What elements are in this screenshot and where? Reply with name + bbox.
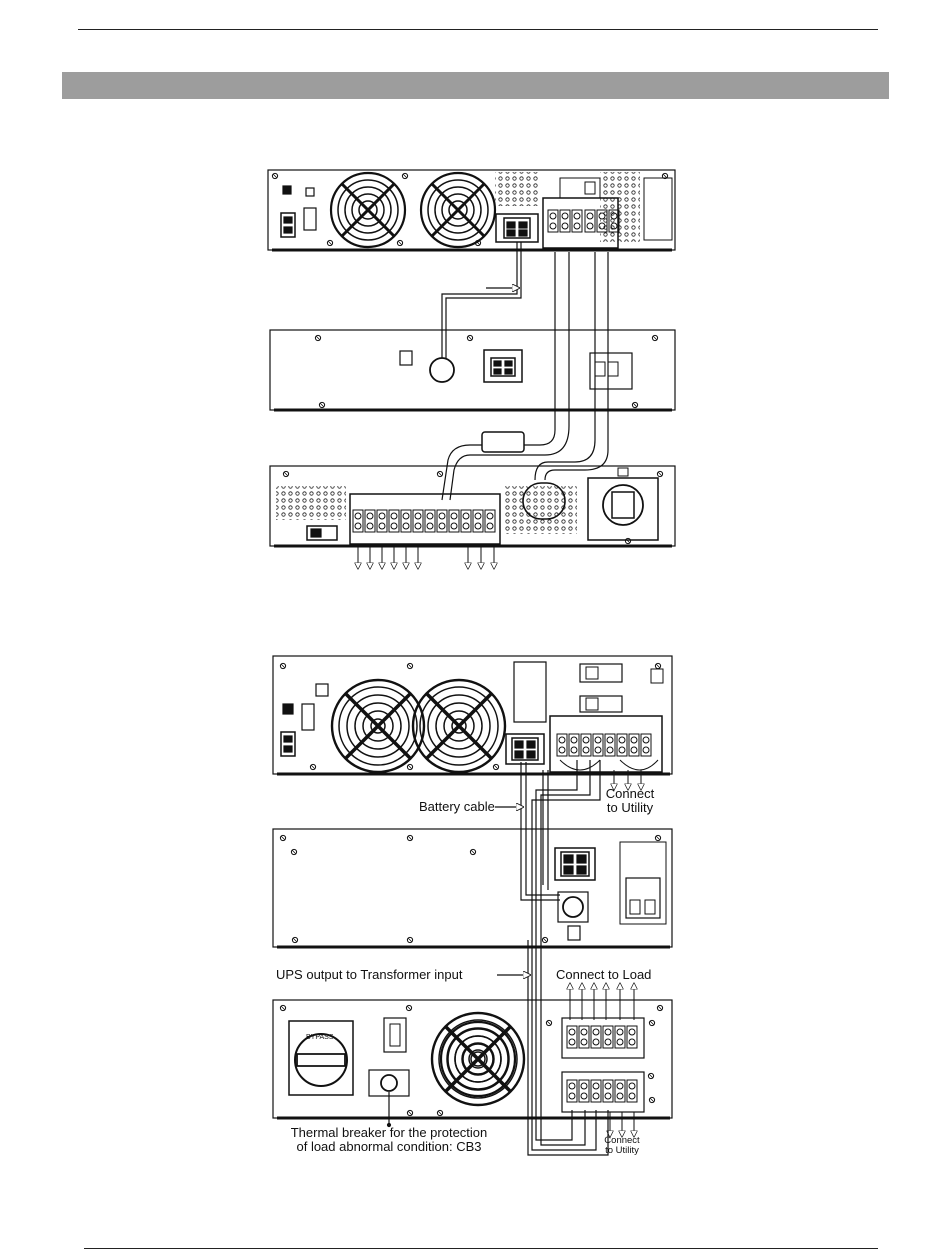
fig2-ups-panel [273,656,672,787]
connect-utility-label-bottom: Connect to Utility [598,1136,646,1156]
bypass-switch-label: BYPASS [306,1033,334,1043]
thermal-breaker-label: Thermal breaker for the protection of lo… [285,1126,493,1154]
fig2-bypass-panel [273,986,672,1134]
fig2-transformer-panel [273,829,672,947]
fig1-transformer-panel [270,330,675,410]
footer-rule [84,1248,878,1249]
thermal-breaker-line2: of load abnormal condition: CB3 [285,1140,493,1154]
connect-utility-small-line2: to Utility [598,1146,646,1156]
fig1-ups-panel [268,170,675,250]
fig1-bypass-panel [270,466,675,566]
ups-to-transformer-label: UPS output to Transformer input [276,968,462,982]
connect-utility-line1: Connect [602,787,658,801]
connect-utility-line2: to Utility [602,801,658,815]
battery-cable-label: Battery cable [419,800,495,814]
fig1-cables [442,242,608,500]
thermal-breaker-line1: Thermal breaker for the protection [285,1126,493,1140]
connect-utility-label-top: Connect to Utility [602,787,658,815]
connect-to-load-label: Connect to Load [556,968,651,982]
